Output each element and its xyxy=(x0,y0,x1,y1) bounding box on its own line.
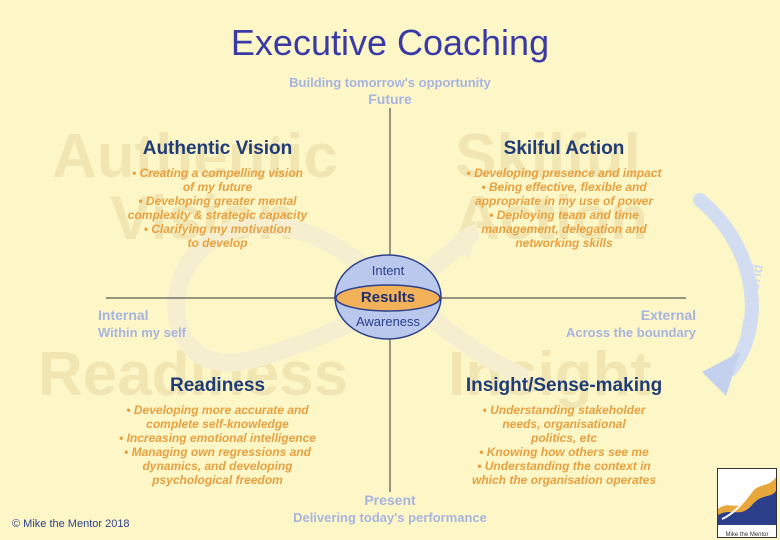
bullet-line: • Increasing emotional intelligence xyxy=(119,431,316,445)
center-label-results: Results xyxy=(360,289,416,306)
axis-label-right: External Across the boundary xyxy=(520,307,696,341)
center-label-awareness: Awareness xyxy=(355,314,421,329)
quadrant-bullets: • Developing more accurate and complete … xyxy=(95,403,340,487)
quadrant-readiness: Readiness • Developing more accurate and… xyxy=(95,375,340,487)
bullet-line: to develop xyxy=(187,236,248,250)
axis-label-bottom-line2: Delivering today's performance xyxy=(293,510,487,525)
bullet-line: • Managing own regressions and xyxy=(124,445,311,459)
axis-label-left-line1: Internal xyxy=(98,307,149,323)
quadrant-bullets: • Understanding stakeholder needs, organ… xyxy=(440,403,688,487)
bullet-line: networking skills xyxy=(515,236,613,250)
bullet-line: • Knowing how others see me xyxy=(479,445,649,459)
center-label-intent: Intent xyxy=(371,263,405,278)
bullet-line: • Developing greater mental xyxy=(138,194,297,208)
bullet-line: management, delegation and xyxy=(481,222,647,236)
bullet-line: appropriate in my use of power xyxy=(474,194,654,208)
loop-arrowhead xyxy=(448,220,478,258)
world-arrowhead xyxy=(702,352,740,396)
bullet-line: politics, etc xyxy=(530,431,598,445)
axis-label-bottom-line1: Present xyxy=(364,492,416,508)
watermark-word: Authentic xyxy=(52,122,338,191)
watermark-word: Skilful xyxy=(455,122,642,191)
axis-label-top: Building tomorrow's opportunity Future xyxy=(240,74,540,108)
axis-label-top-line1: Building tomorrow's opportunity xyxy=(289,75,491,90)
quadrant-bullets: • Creating a compelling vision of my fut… xyxy=(95,166,340,250)
bullet-line: • Developing presence and impact xyxy=(466,166,662,180)
logo-graphic xyxy=(718,477,776,525)
bullet-line: • Deploying team and time xyxy=(489,208,639,222)
bullet-line: psychological freedom xyxy=(152,473,283,487)
copyright-text: © Mike the Mentor 2018 xyxy=(12,518,130,530)
bullet-line: complete self-knowledge xyxy=(146,417,289,431)
axis-label-left-line2: Within my self xyxy=(98,325,187,340)
bullet-line: • Clarifying my motivation xyxy=(143,222,292,236)
quadrant-title: Readiness xyxy=(169,375,266,396)
quadrant-insight-sense-making: Insight/Sense-making • Understanding sta… xyxy=(440,375,688,487)
quadrant-title: Skilful Action xyxy=(503,138,625,159)
bullet-line: • Being effective, flexible and xyxy=(481,180,647,194)
quadrant-bullets: • Developing presence and impact • Being… xyxy=(440,166,688,250)
bullet-line: • Creating a compelling vision xyxy=(132,166,303,180)
bullet-line: of my future xyxy=(182,180,253,194)
page-title: Executive Coaching xyxy=(230,22,550,63)
quadrant-skilful-action: Skilful Action • Developing presence and… xyxy=(440,138,688,250)
quadrant-title: Insight/Sense-making xyxy=(465,375,663,396)
bullet-line: • Developing more accurate and xyxy=(126,403,309,417)
bullet-line: • Understanding the context in xyxy=(477,459,651,473)
axis-label-bottom: Present Delivering today's performance xyxy=(240,492,540,526)
axis-label-right-line1: External xyxy=(640,307,696,323)
quadrant-title: Authentic Vision xyxy=(142,138,293,159)
bullet-line: • Understanding stakeholder xyxy=(482,403,646,417)
world-arrow xyxy=(693,193,759,377)
axis-label-left: Internal Within my self xyxy=(98,307,186,341)
axis-label-right-line2: Across the boundary xyxy=(565,325,696,340)
quadrant-authentic-vision: Authentic Vision • Creating a compelling… xyxy=(95,138,340,250)
watermark-word: Action xyxy=(455,184,648,253)
bullet-line: complexity & strategic capacity xyxy=(127,208,308,222)
results-band xyxy=(335,284,441,312)
bullet-line: which the organisation operates xyxy=(471,473,657,487)
mike-the-mentor-logo: Mike the Mentor xyxy=(717,468,777,538)
axis-label-top-line2: Future xyxy=(368,91,412,107)
bullet-line: needs, organisational xyxy=(502,417,626,431)
watermark-top-right: Skilful Action xyxy=(455,126,648,250)
logo-caption: Mike the Mentor xyxy=(725,532,769,538)
bullet-line: dynamics, and developing xyxy=(142,459,293,473)
